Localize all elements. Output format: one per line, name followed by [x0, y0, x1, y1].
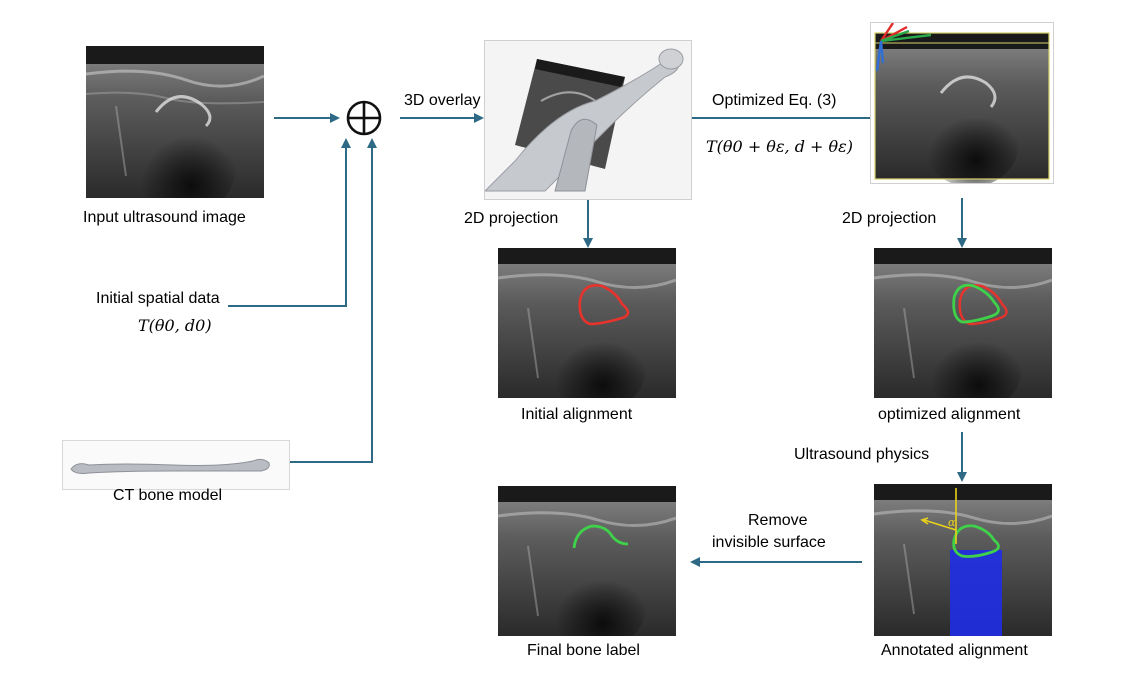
optimized-formula: T(θ0 + θε, d + θε) [706, 137, 853, 156]
optimized-alignment-image [874, 248, 1052, 398]
remove-label-line2: invisible surface [712, 534, 826, 551]
shadow-region [950, 550, 1002, 636]
overlay-3d-label: 3D overlay [404, 92, 481, 109]
final-bone-label-caption: Final bone label [527, 642, 640, 659]
angle-alpha-annotation: α [948, 516, 956, 529]
annotated-alignment-image: α [874, 484, 1052, 636]
ct-bone-model-image [62, 440, 290, 490]
input-ultrasound-image [86, 46, 264, 198]
final-bone-label-image [498, 486, 676, 636]
combine-operator-icon [346, 100, 382, 136]
input-ultrasound-label: Input ultrasound image [83, 209, 246, 226]
optimized-3d-image [870, 22, 1054, 184]
ct-bone-label: CT bone model [113, 487, 223, 504]
projection-label-b: 2D projection [842, 210, 937, 227]
remove-label-line1: Remove [748, 512, 808, 529]
initial-alignment-image [498, 248, 676, 398]
ultrasound-physics-label: Ultrasound physics [794, 446, 930, 463]
arrow-ct-to-oplus [288, 138, 377, 463]
projection-label-a: 2D projection [464, 210, 559, 227]
arrow-spatial-to-oplus [228, 138, 351, 307]
initial-spatial-label: Initial spatial data [96, 290, 220, 307]
annotated-alignment-label: Annotated alignment [881, 642, 1028, 659]
initial-alignment-label: Initial alignment [521, 406, 633, 423]
optimized-alignment-label: optimized alignment [878, 406, 1021, 423]
overlay-3d-image [484, 40, 692, 200]
optimized-eq-label: Optimized Eq. (3) [712, 92, 837, 109]
initial-spatial-formula: T(θ0, d0) [138, 316, 212, 335]
